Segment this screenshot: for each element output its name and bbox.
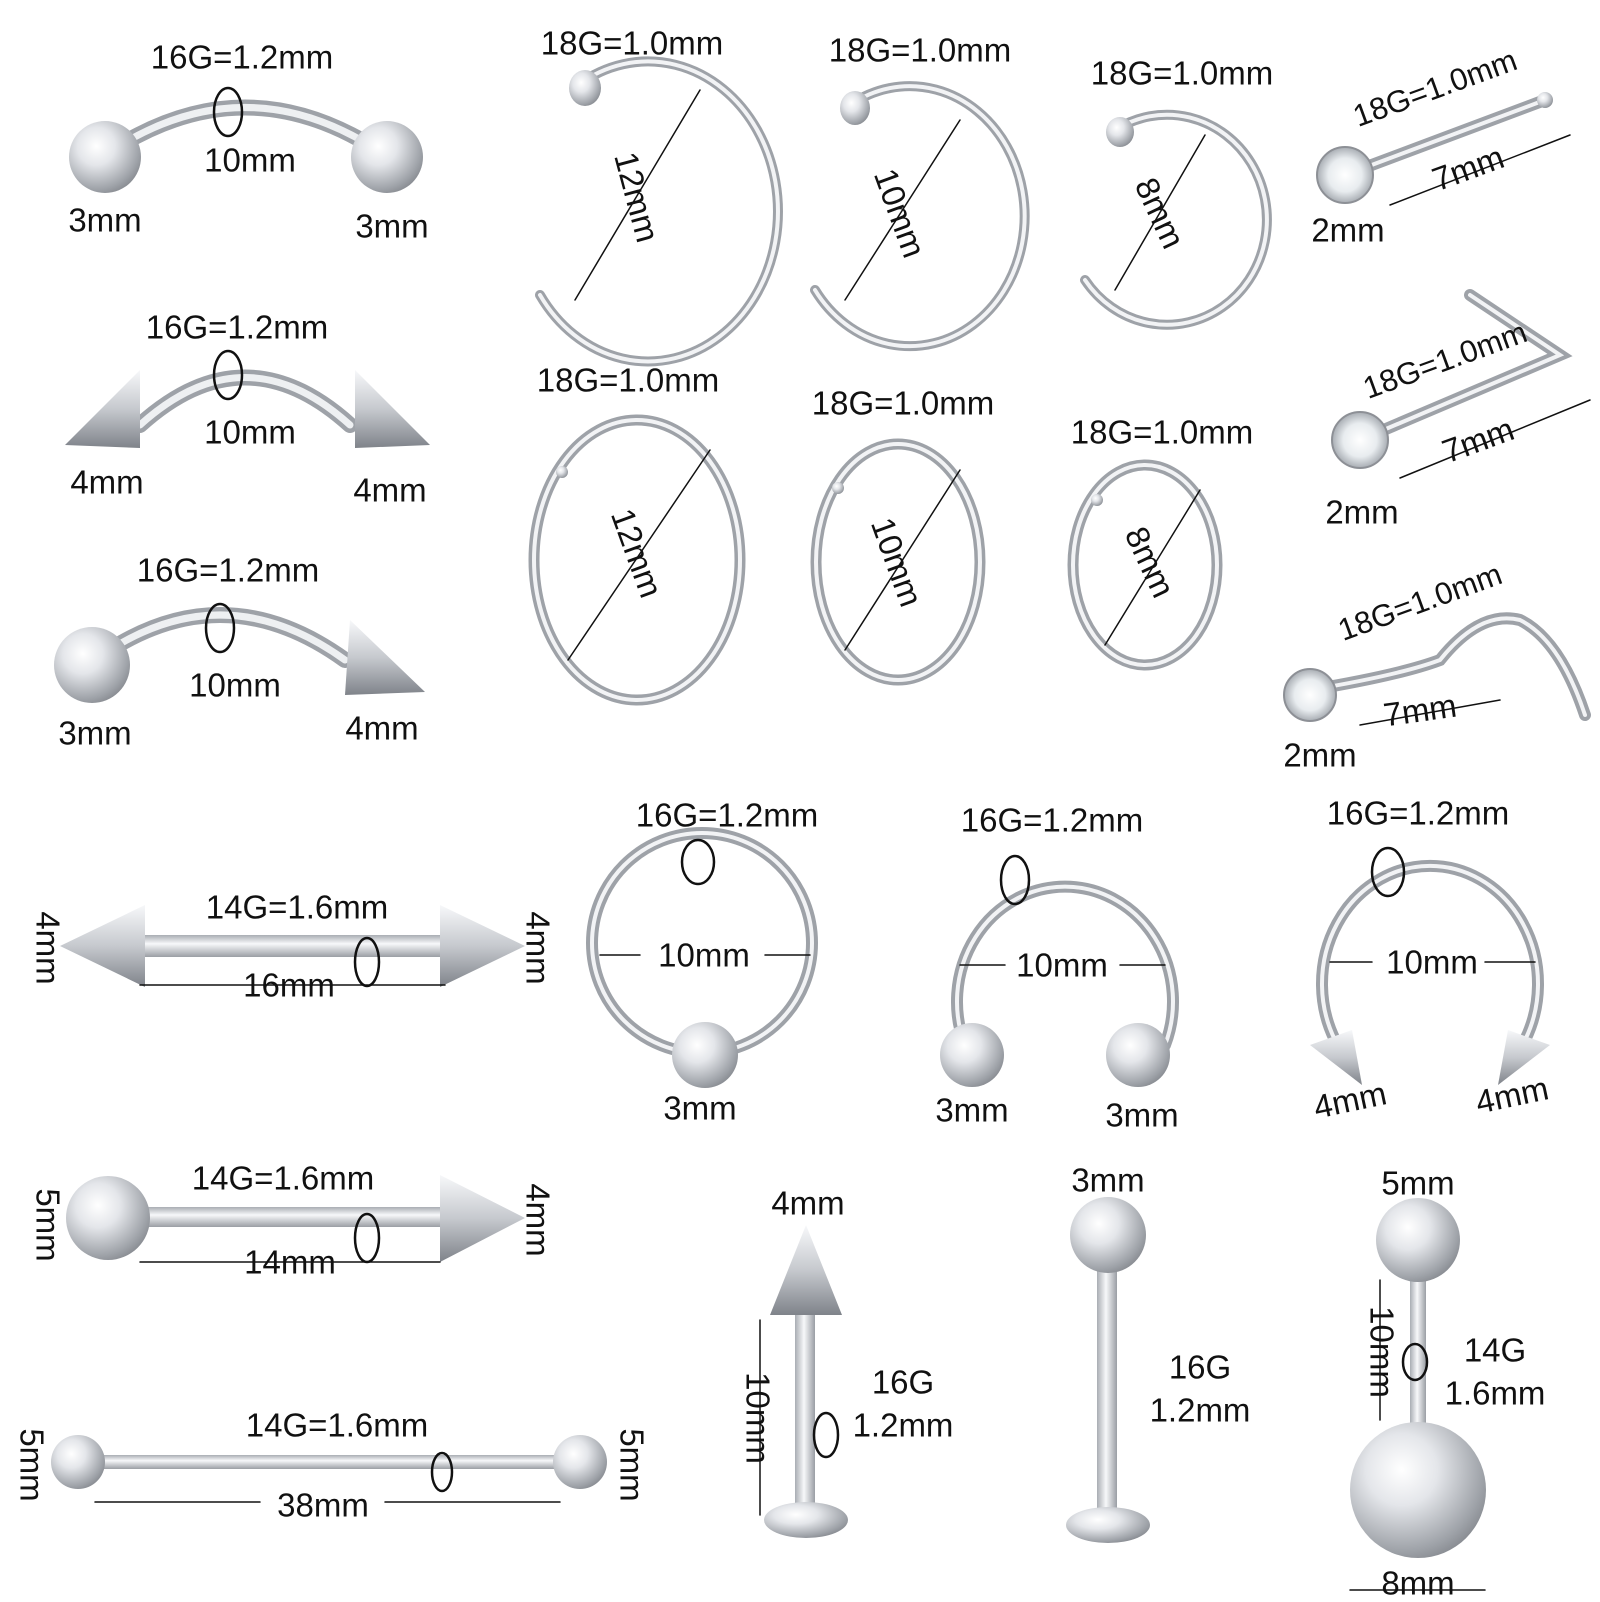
- horseshoe-spikes: [1310, 846, 1550, 1085]
- curved-barbell-spikes: [65, 349, 430, 448]
- end-size-label: 3mm: [355, 207, 429, 245]
- nose-hoop-ring-12mm: [528, 414, 746, 706]
- end-size-label: 5mm: [29, 1188, 67, 1262]
- gauge-label: 16G=1.2mm: [635, 796, 819, 834]
- length-label: 14mm: [244, 1243, 336, 1281]
- labret-ball: [1066, 1197, 1150, 1543]
- top-size-label: 4mm: [771, 1184, 845, 1222]
- gauge-label: 1.2mm: [852, 1406, 954, 1444]
- gauge-label: 16G=1.2mm: [145, 308, 329, 346]
- top-size-label: 5mm: [1381, 1164, 1455, 1202]
- length-label: 10mm: [204, 141, 296, 179]
- diameter-label: 10mm: [1016, 946, 1108, 984]
- length-label: 10mm: [204, 413, 296, 451]
- gauge-label: 14G=1.6mm: [245, 1406, 429, 1444]
- diameter-label: 10mm: [1386, 943, 1478, 981]
- end-size-label: 3mm: [1105, 1096, 1179, 1134]
- gauge-label: 16G: [1168, 1348, 1232, 1386]
- gauge-label: 16G=1.2mm: [960, 801, 1144, 839]
- nose-stud-l-shape: [1331, 289, 1591, 479]
- gauge-label: 18G=1.0mm: [1090, 54, 1274, 92]
- bottom-size-label: 8mm: [1381, 1564, 1455, 1602]
- gem-size-label: 2mm: [1325, 493, 1399, 531]
- end-size-label: 3mm: [58, 714, 132, 752]
- end-size-label: 4mm: [519, 1183, 557, 1257]
- straight-barbell-ball-spike: [66, 1175, 525, 1264]
- nose-hoop-open-10mm: [810, 81, 1030, 352]
- end-size-label: 4mm: [345, 709, 419, 747]
- gauge-label: 16G=1.2mm: [150, 38, 334, 76]
- length-label: 38mm: [277, 1486, 369, 1524]
- labret-spike: [759, 1225, 848, 1538]
- gauge-label: 16G=1.2mm: [136, 551, 320, 589]
- end-size-label: 4mm: [29, 911, 67, 985]
- belly-ring: [1349, 1198, 1486, 1591]
- gauge-label: 16G=1.2mm: [1326, 794, 1510, 832]
- gauge-label: 1.2mm: [1149, 1391, 1251, 1429]
- industrial-barbell: [51, 1435, 607, 1503]
- nose-hoop-open-12mm: [535, 56, 783, 367]
- gauge-label: 18G=1.0mm: [1070, 413, 1254, 451]
- length-label: 16mm: [243, 966, 335, 1004]
- gauge-label: 18G=1.0mm: [536, 361, 720, 399]
- end-size-label: 4mm: [70, 463, 144, 501]
- gem-size-label: 2mm: [1283, 736, 1357, 774]
- nose-hoop-ring-8mm: [1067, 459, 1223, 671]
- curved-barbell-ball-spike: [54, 602, 425, 703]
- length-label: 10mm: [189, 666, 281, 704]
- end-size-label: 4mm: [353, 471, 427, 509]
- nose-hoop-open-8mm: [1080, 109, 1272, 330]
- gauge-label: 18G=1.0mm: [828, 31, 1012, 69]
- nose-stud-straight: [1316, 92, 1571, 206]
- bead-size-label: 3mm: [663, 1089, 737, 1127]
- nose-stud-screw: [1283, 612, 1591, 726]
- end-size-label: 5mm: [13, 1428, 51, 1502]
- curved-barbell-balls: [69, 86, 423, 193]
- top-size-label: 3mm: [1071, 1161, 1145, 1199]
- length-label: 10mm: [1363, 1306, 1401, 1398]
- gem-size-label: 2mm: [1311, 211, 1385, 249]
- horseshoe-balls: [940, 854, 1179, 1087]
- length-label: 10mm: [739, 1372, 777, 1464]
- end-size-label: 3mm: [68, 201, 142, 239]
- end-size-label: 3mm: [935, 1091, 1009, 1129]
- end-size-label: 5mm: [613, 1428, 651, 1502]
- gauge-label: 14G=1.6mm: [191, 1159, 375, 1197]
- captive-bead-ring: [586, 827, 818, 1088]
- gauge-label: 16G: [871, 1363, 935, 1401]
- gauge-label: 1.6mm: [1444, 1374, 1546, 1412]
- gauge-label: 14G=1.6mm: [205, 888, 389, 926]
- end-size-label: 4mm: [519, 911, 557, 985]
- gauge-label: 18G=1.0mm: [540, 24, 724, 62]
- nose-hoop-ring-10mm: [810, 438, 986, 686]
- gauge-label: 18G=1.0mm: [811, 384, 995, 422]
- diameter-label: 10mm: [658, 936, 750, 974]
- straight-barbell-spikes: [60, 905, 525, 988]
- gauge-label: 14G: [1463, 1331, 1527, 1369]
